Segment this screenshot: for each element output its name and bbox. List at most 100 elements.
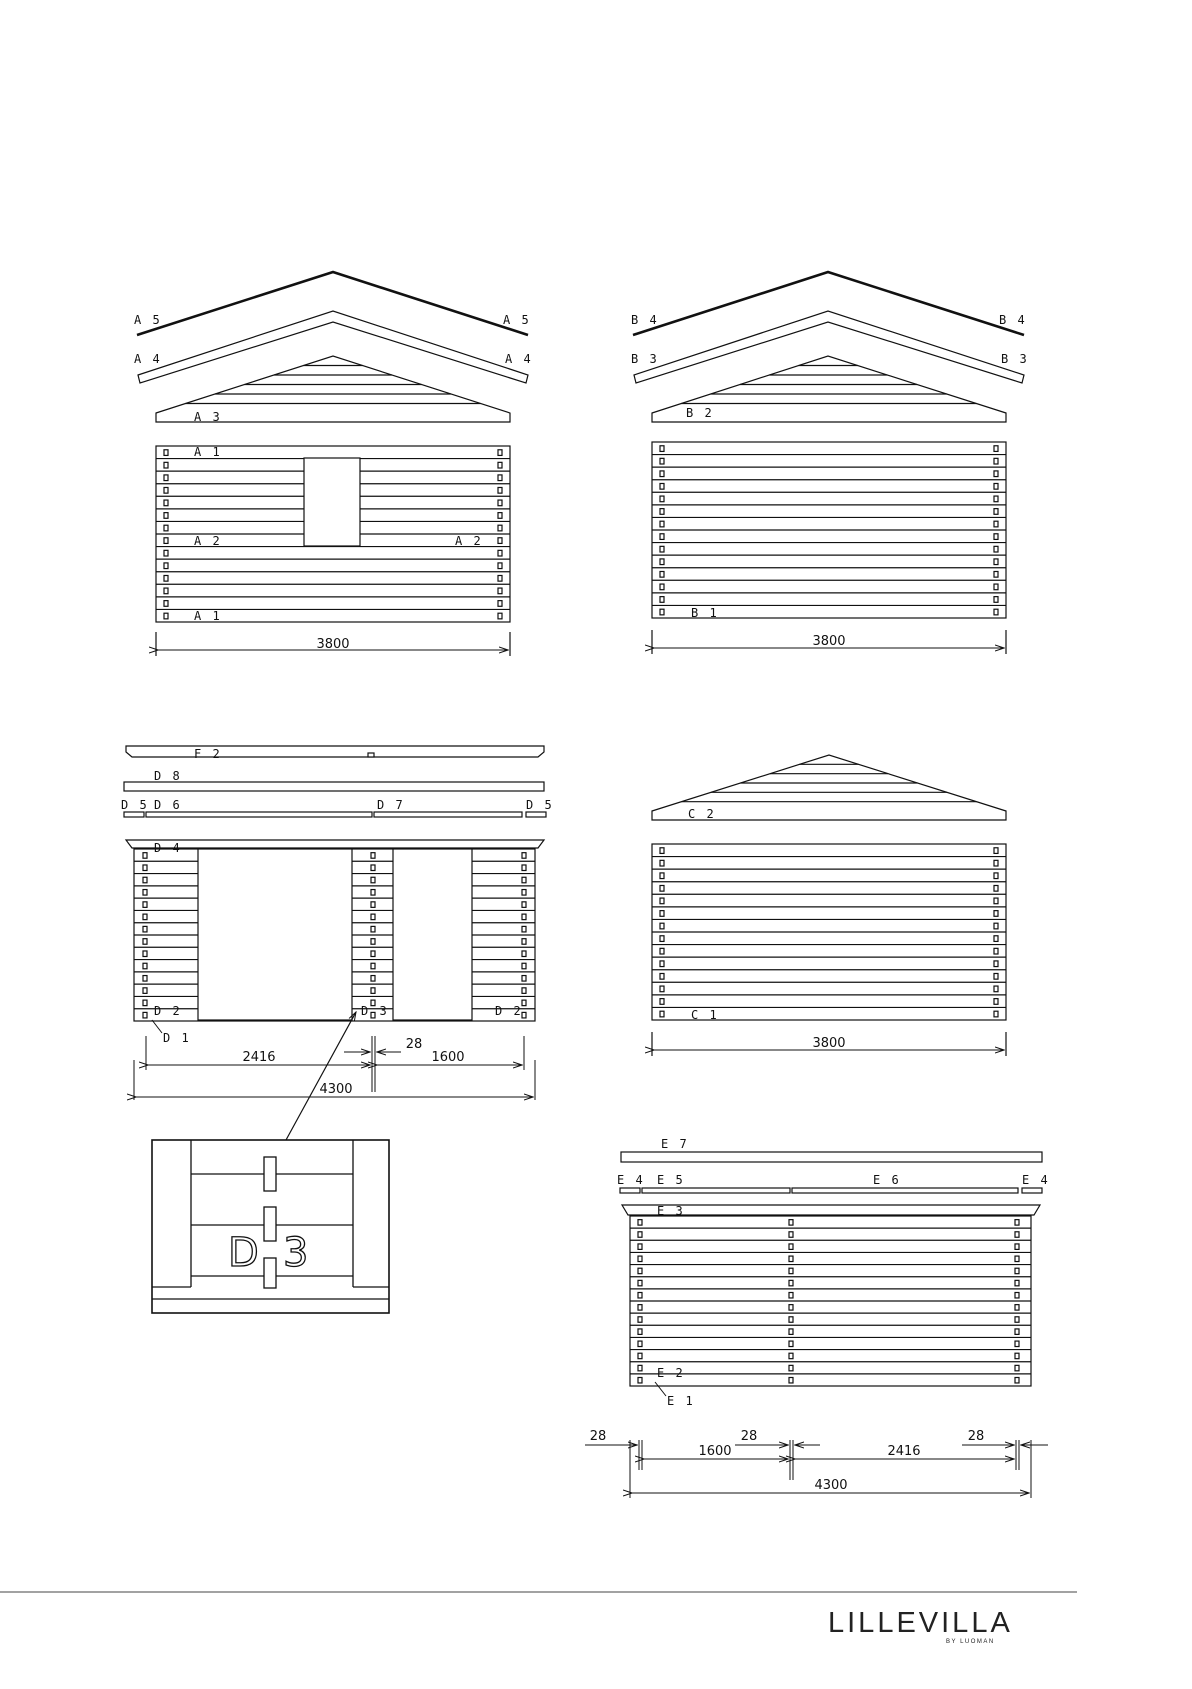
label-b4-left: B 4 <box>631 313 659 327</box>
log-notch <box>994 446 998 452</box>
log-notch <box>164 588 168 594</box>
board-d5-right <box>526 812 546 817</box>
log-notch <box>522 853 526 859</box>
log-notch <box>660 609 664 615</box>
log-notch <box>164 513 168 519</box>
log-notch <box>994 860 998 866</box>
log-notch <box>143 988 147 994</box>
label-d2-right: D 2 <box>495 1004 523 1018</box>
log-notch <box>994 948 998 954</box>
log-notch <box>789 1305 793 1310</box>
log-notch <box>638 1341 642 1346</box>
log-notch <box>789 1365 793 1370</box>
log-notch <box>164 563 168 569</box>
log-notch <box>1015 1280 1019 1285</box>
log-notch <box>660 597 664 603</box>
log-notch <box>164 475 168 481</box>
log-notch <box>789 1329 793 1334</box>
label-e5: E 5 <box>657 1173 685 1187</box>
log-notch <box>994 961 998 967</box>
brand-subtitle: BY LUOMAN <box>946 1639 995 1645</box>
log-notch <box>498 500 502 506</box>
label-e6: E 6 <box>873 1173 901 1187</box>
log-notch <box>522 914 526 920</box>
tab-f2 <box>368 753 374 757</box>
board-e5 <box>642 1188 790 1193</box>
log-notch <box>994 559 998 565</box>
board-e4-left <box>620 1188 640 1193</box>
log-notch <box>143 926 147 932</box>
label-e1: E 1 <box>667 1394 695 1408</box>
label-d7: D 7 <box>377 798 405 812</box>
log-notch <box>660 986 664 992</box>
log-notch <box>660 948 664 954</box>
label-d5-left: D 5 <box>121 798 149 812</box>
label-b3-left: B 3 <box>631 352 659 366</box>
leader-d1 <box>152 1020 162 1033</box>
log-notch <box>1015 1232 1019 1237</box>
label-a2-right: A 2 <box>455 534 483 548</box>
roof-board-b4 <box>633 272 1024 335</box>
log-notch <box>164 525 168 531</box>
log-notch <box>994 471 998 477</box>
log-notch <box>522 988 526 994</box>
dimension-e: 28 1600 28 2416 28 4300 <box>585 1429 1048 1498</box>
log-notch <box>371 988 375 994</box>
log-notch <box>638 1365 642 1370</box>
log-notch <box>638 1378 642 1383</box>
label-e7: E 7 <box>661 1137 689 1151</box>
log-notch <box>789 1341 793 1346</box>
log-notch <box>660 534 664 540</box>
log-notch <box>522 865 526 871</box>
log-notch <box>371 926 375 932</box>
log-notch <box>789 1293 793 1298</box>
log-notch <box>994 546 998 552</box>
log-notch <box>789 1280 793 1285</box>
log-notch <box>1015 1365 1019 1370</box>
label-d2-left: D 2 <box>154 1004 182 1018</box>
log-notch <box>1015 1305 1019 1310</box>
log-notch <box>371 865 375 871</box>
log-notch <box>994 534 998 540</box>
log-notch <box>143 939 147 945</box>
log-notch <box>638 1220 642 1225</box>
dimension-c-width: 3800 <box>812 1036 845 1051</box>
log-notch <box>164 450 168 456</box>
log-notch <box>994 483 998 489</box>
label-b4-right: B 4 <box>999 313 1027 327</box>
label-a4-right: A 4 <box>505 352 533 366</box>
log-notch <box>638 1305 642 1310</box>
log-notch <box>638 1232 642 1237</box>
log-notch <box>994 458 998 464</box>
log-notch <box>638 1280 642 1285</box>
log-notch <box>638 1293 642 1298</box>
label-d4: D 4 <box>154 841 182 855</box>
log-notch <box>371 902 375 908</box>
log-notch <box>371 877 375 883</box>
detail-d3-enlarged: D 3 <box>152 1140 389 1313</box>
dimension-a-width: 3800 <box>316 637 349 652</box>
log-notch <box>164 613 168 619</box>
log-notch <box>1015 1329 1019 1334</box>
log-notch <box>371 951 375 957</box>
log-notch <box>143 853 147 859</box>
log-notch <box>660 446 664 452</box>
log-notch <box>1015 1317 1019 1322</box>
dimension-e-seg1: 1600 <box>698 1444 731 1459</box>
label-e4-left: E 4 <box>617 1173 645 1187</box>
log-notch <box>660 936 664 942</box>
log-wall-b <box>652 442 1006 618</box>
log-wall-c <box>652 844 1006 1020</box>
board-e3 <box>622 1205 1040 1215</box>
log-notch <box>660 496 664 502</box>
label-b1: B 1 <box>691 606 719 620</box>
log-notch <box>522 926 526 932</box>
log-notch <box>660 873 664 879</box>
board-d6 <box>146 812 372 817</box>
log-notch <box>371 939 375 945</box>
log-notch <box>660 471 664 477</box>
log-notch <box>789 1268 793 1273</box>
board-e6 <box>792 1188 1018 1193</box>
